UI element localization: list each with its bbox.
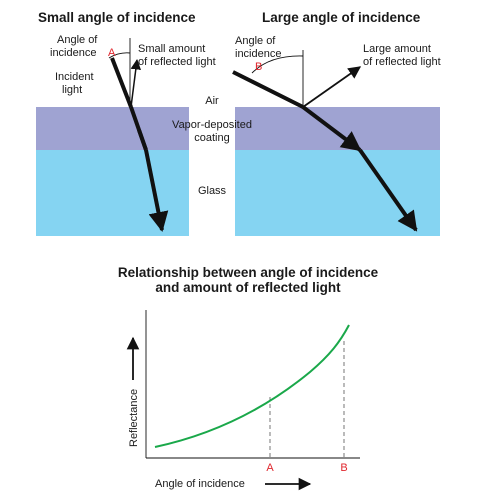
right-reflected-label-2: of reflected light — [363, 56, 441, 68]
right-coating-layer — [235, 107, 440, 150]
right-panel: Angle of incidence B Large amount of ref… — [232, 35, 441, 236]
right-reflected-label-1: Large amount — [363, 43, 431, 55]
left-incident-label-1: Incident — [55, 71, 94, 83]
right-angle-letter-b: B — [255, 61, 262, 73]
left-glass-layer — [36, 150, 189, 236]
graph-x-label: Angle of incidence — [155, 478, 245, 490]
large-angle-title: Large angle of incidence — [262, 10, 421, 25]
coating-label-1: Vapor-deposited — [172, 119, 252, 131]
left-refracted-arrow — [144, 149, 169, 232]
left-angle-label-2: incidence — [50, 47, 96, 59]
reflectance-graph: A B Angle of incidence Reflectance — [126, 310, 360, 491]
right-angle-arc — [251, 55, 304, 74]
air-label: Air — [205, 95, 219, 107]
right-refracted-arrow — [358, 148, 418, 232]
right-angle-label-1: Angle of — [235, 35, 276, 47]
right-reflected-arrow — [302, 66, 362, 108]
right-incident-ray — [232, 70, 304, 109]
marker-a-label: A — [266, 462, 274, 474]
marker-b-label: B — [340, 462, 347, 474]
left-coating-layer — [36, 107, 189, 150]
reflectance-curve — [154, 324, 350, 448]
left-angle-letter-a: A — [108, 47, 116, 59]
left-incident-label-2: light — [62, 84, 82, 96]
glass-label: Glass — [198, 185, 227, 197]
graph-title-line-2: and amount of reflected light — [155, 280, 341, 295]
left-panel: Angle of incidence A Small amount of ref… — [36, 34, 216, 236]
graph-title-line-1: Relationship between angle of incidence — [118, 265, 379, 280]
small-angle-title: Small angle of incidence — [38, 10, 196, 25]
left-incident-ray — [110, 57, 133, 108]
right-angle-label-2: incidence — [235, 48, 281, 60]
left-coating-segment — [137, 129, 148, 151]
graph-y-label: Reflectance — [128, 389, 140, 447]
right-coating-arrow — [301, 105, 362, 152]
coating-label-2: coating — [194, 132, 229, 144]
left-reflected-arrow — [130, 58, 142, 108]
left-angle-label-1: Angle of — [57, 34, 98, 46]
left-reflected-label-2: of reflected light — [138, 56, 216, 68]
left-angle-arc — [108, 52, 131, 59]
left-reflected-label-1: Small amount — [138, 43, 205, 55]
